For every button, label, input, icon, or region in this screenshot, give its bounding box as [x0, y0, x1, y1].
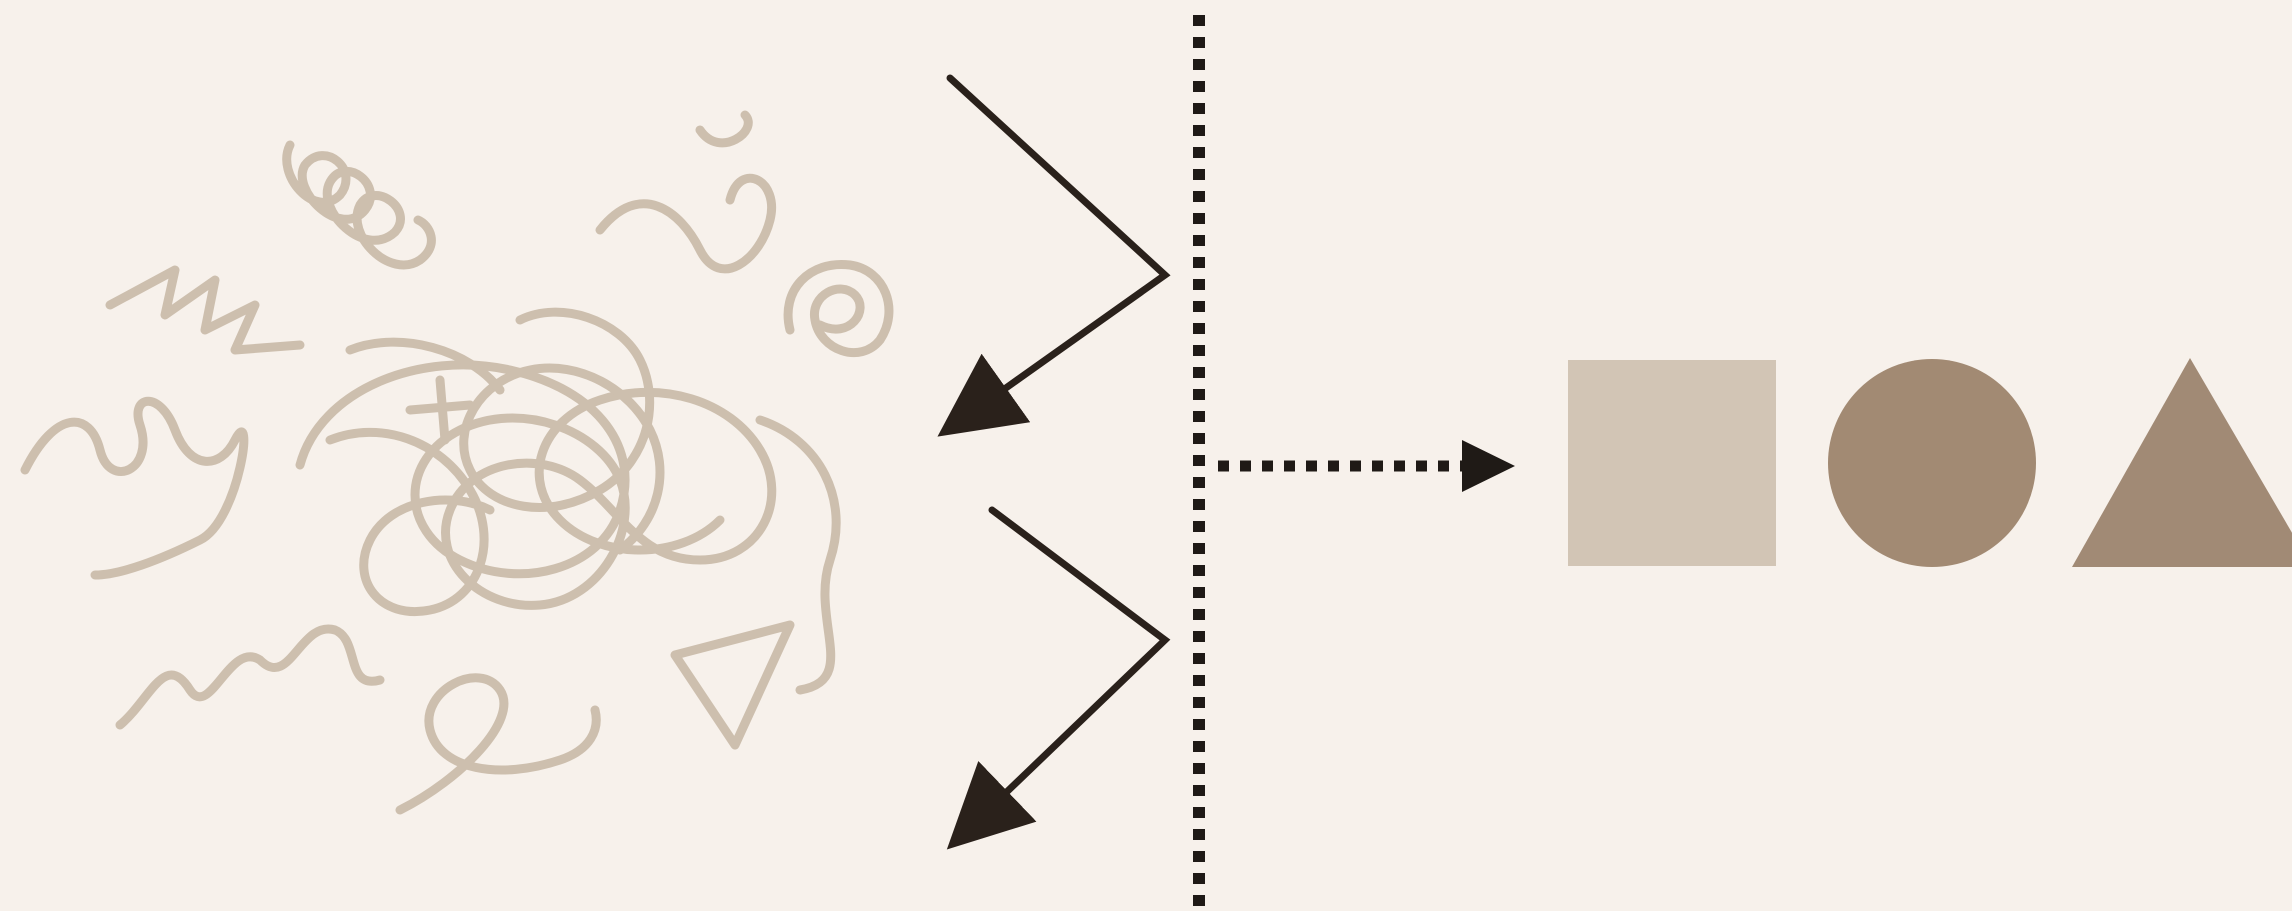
wave-tip [700, 115, 748, 143]
squiggle-left [25, 401, 244, 575]
upper-deflect-arrow [950, 78, 1165, 422]
square-icon [1568, 360, 1776, 566]
dotted-output-arrow [1218, 440, 1515, 492]
chaotic-scribble-icon [25, 115, 889, 810]
loop-right [760, 420, 836, 690]
spring-coil [287, 145, 432, 265]
tangle-core-1 [300, 365, 772, 605]
squiggle-lower [120, 629, 380, 725]
circle-icon [1828, 359, 2036, 567]
triangle-outline [675, 625, 790, 745]
triangle-icon [2072, 358, 2292, 567]
lower-deflect-arrow [965, 510, 1165, 832]
spiral [788, 264, 889, 352]
zigzag-squiggle-1 [110, 270, 300, 350]
output-arrow-head [1462, 440, 1515, 492]
loop-bottom [400, 678, 596, 810]
wave-upper [600, 178, 772, 269]
